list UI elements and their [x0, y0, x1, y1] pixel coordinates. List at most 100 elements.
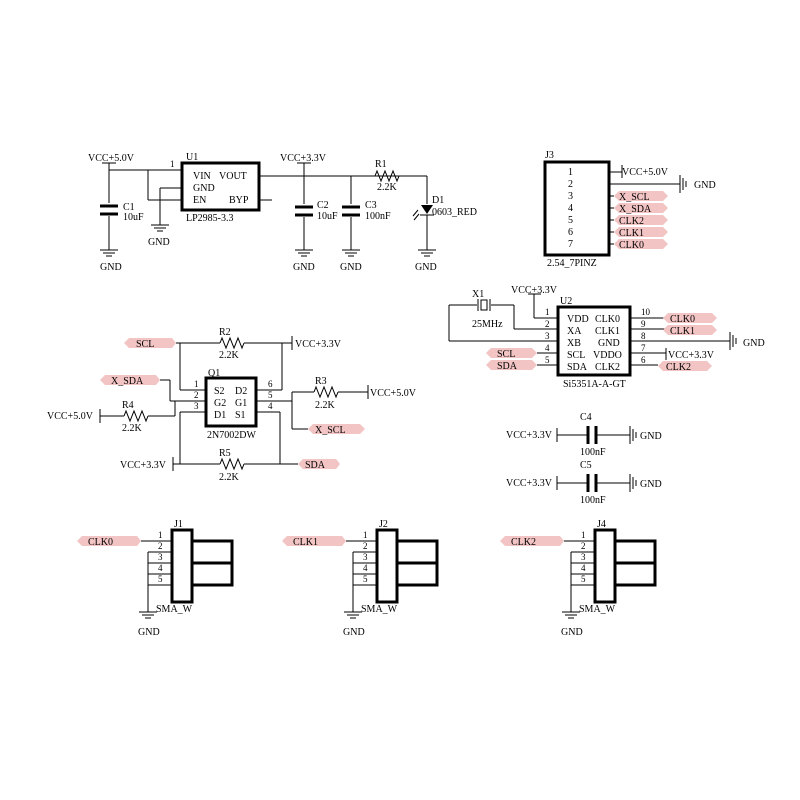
- u2-pin-gnd: GND: [598, 338, 620, 349]
- r3-value: 2.2K: [315, 400, 336, 411]
- net-tag-clk0-j3: CLK0: [614, 239, 668, 251]
- net-tag-x-scl-left: X_SCL: [308, 424, 365, 436]
- svg-text:SCL: SCL: [136, 339, 154, 350]
- net-tag-x-sda-left: X_SDA: [100, 375, 160, 387]
- c5-value: 100nF: [580, 495, 606, 506]
- svg-text:SDA: SDA: [497, 361, 518, 372]
- net-tag-clk2-u2: CLK2: [658, 361, 712, 373]
- c2-value: 10uF: [317, 211, 338, 222]
- j2-pin-5: 5: [363, 574, 368, 584]
- svg-text:X_SDA: X_SDA: [111, 376, 144, 387]
- u1-ref: U1: [186, 152, 198, 163]
- r2-value: 2.2K: [219, 350, 240, 361]
- r5-resistor: [219, 457, 245, 471]
- q1-pin-num-1: 1: [194, 379, 199, 389]
- q1-part: 2N7002DW: [207, 430, 256, 441]
- j4-pin-1: 1: [581, 530, 586, 540]
- net-tag-clk2-j4: CLK2: [500, 536, 564, 548]
- j3-header: J3 1 2 3 4 5 6 7 2.54_7PINZ VCC+5.0V GND…: [543, 150, 716, 269]
- u1-gnd: GND: [193, 183, 215, 194]
- u2-pin-num-6: 6: [641, 355, 646, 365]
- c2-ref: C2: [317, 200, 329, 211]
- net-tag-clk0-j1: CLK0: [77, 536, 141, 548]
- j3-part: 2.54_7PINZ: [547, 258, 597, 269]
- d1-value: 0603_RED: [432, 207, 477, 218]
- j2-pin-1: 1: [363, 530, 368, 540]
- u2-pin-clk1: CLK1: [595, 326, 620, 337]
- r5-value: 2.2K: [219, 472, 240, 483]
- r5-vcc33-label: VCC+3.3V: [120, 460, 167, 471]
- j3-pin-6: 6: [568, 227, 573, 238]
- u2-pin-vdd: VDD: [567, 314, 589, 325]
- x1-crystal: [480, 299, 488, 311]
- u2-pin-xa: XA: [567, 326, 582, 337]
- r1-ref: R1: [375, 159, 387, 170]
- regulator-section: VCC+5.0V 1 C1 10uF GND GND U1 VIN VOUT G…: [88, 152, 477, 273]
- d1-ref: D1: [432, 195, 444, 206]
- svg-text:CLK2: CLK2: [619, 216, 644, 227]
- svg-text:X_SCL: X_SCL: [315, 425, 346, 436]
- u1-en: EN: [193, 195, 206, 206]
- c4-value: 100nF: [580, 447, 606, 458]
- c4-vcc33-label: VCC+3.3V: [506, 430, 553, 441]
- svg-text:CLK1: CLK1: [619, 228, 644, 239]
- svg-text:SCL: SCL: [497, 349, 515, 360]
- q1-pin-s1: S1: [235, 410, 246, 421]
- svg-text:SDA: SDA: [305, 460, 326, 471]
- svg-text:CLK2: CLK2: [511, 537, 536, 548]
- net-tag-scl-left: SCL: [124, 338, 176, 350]
- u2-vddo-vcc33-label: VCC+3.3V: [668, 350, 715, 361]
- u2-part: Si5351A-A-GT: [563, 379, 626, 390]
- u2-pin-num-2: 2: [545, 319, 550, 329]
- d1-led: [421, 205, 433, 214]
- r4-ref: R4: [122, 400, 134, 411]
- u1-part: LP2985-3.3: [186, 213, 234, 224]
- j4-part: SMA_W: [579, 604, 616, 615]
- net-tag-sda-left: SDA: [298, 459, 340, 471]
- j1-pin-2: 2: [158, 541, 163, 551]
- u2-pin-num-3: 3: [545, 331, 550, 341]
- j2-ref: J2: [379, 519, 388, 530]
- u1-chip: [180, 161, 261, 212]
- j3-vcc5-label: VCC+5.0V: [622, 167, 669, 178]
- r2-resistor: [219, 336, 245, 350]
- net-tag-x-sda-j3: X_SDA: [614, 203, 668, 215]
- svg-text:X_SCL: X_SCL: [619, 192, 650, 203]
- r5-ref: R5: [219, 448, 231, 459]
- j3-pin-7: 7: [568, 239, 573, 250]
- x1-value: 25MHz: [472, 319, 503, 330]
- q1-pin-num-6: 6: [268, 379, 273, 389]
- decoupling-section: VCC+3.3V GND C4 100nF VCC+3.3V GND C5 10…: [506, 412, 662, 506]
- u2-pin-xb: XB: [567, 338, 581, 349]
- r2-ref: R2: [219, 327, 231, 338]
- u2-pin-num-4: 4: [545, 343, 550, 353]
- svg-text:CLK0: CLK0: [619, 240, 644, 251]
- j3-pin-3: 3: [568, 191, 573, 202]
- j3-body: [543, 160, 611, 257]
- svg-text:CLK2: CLK2: [666, 362, 691, 373]
- gnd-c1-label: GND: [100, 262, 122, 273]
- j2-part: SMA_W: [361, 604, 398, 615]
- c5-ref: C5: [580, 460, 592, 471]
- u1-pin1-number: 1: [170, 159, 175, 169]
- j2-gnd-label: GND: [343, 627, 365, 638]
- svg-text:X_SDA: X_SDA: [619, 204, 652, 215]
- svg-text:CLK1: CLK1: [670, 326, 695, 337]
- j3-pin-5: 5: [568, 215, 573, 226]
- u2-pin-num-10: 10: [641, 307, 651, 317]
- u1-vin: VIN: [193, 171, 211, 182]
- q1-pin-s2: S2: [214, 386, 225, 397]
- net-tag-clk1-j2: CLK1: [282, 536, 346, 548]
- net-tag-clk1-j3: CLK1: [614, 227, 668, 239]
- q1-pin-num-5: 5: [268, 390, 273, 400]
- vcc33-top-label: VCC+3.3V: [280, 153, 327, 164]
- u2-pin-num-9: 9: [641, 319, 646, 329]
- j2-pin-2: 2: [363, 541, 368, 551]
- q1-pin-d1: D1: [214, 410, 226, 421]
- j4-gnd-label: GND: [561, 627, 583, 638]
- u1-byp: BYP: [229, 195, 249, 206]
- u2-pin-scl: SCL: [567, 350, 585, 361]
- u2-ref: U2: [560, 296, 572, 307]
- j3-pin-4: 4: [568, 203, 573, 214]
